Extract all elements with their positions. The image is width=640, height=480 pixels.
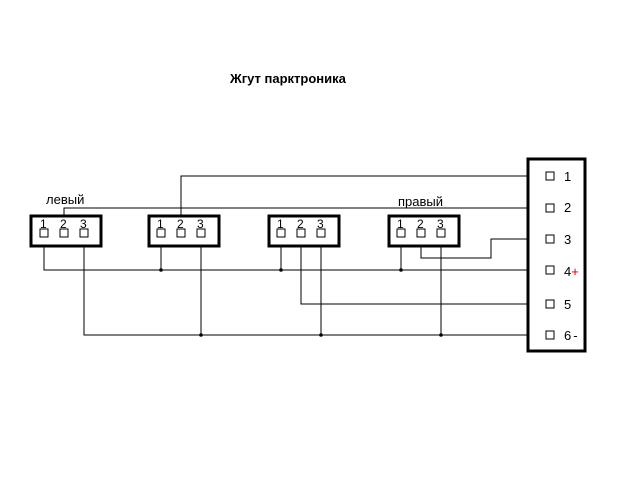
diagram-title: Жгут парктроника (229, 71, 347, 86)
sensor-4-pin-1 (396, 228, 406, 238)
left-label: левый (46, 192, 84, 207)
connector-pin-4 (545, 265, 555, 275)
sensor-1: 1 2 3 (29, 214, 103, 248)
minus-sign: - (573, 328, 577, 343)
sensor-1-pin-1-label: 1 (40, 217, 47, 231)
sensor-2-pin-1-label: 1 (157, 217, 164, 231)
sensor-3-pin-3-label: 3 (317, 217, 324, 231)
connector-pin-4-label: 4+ (564, 264, 579, 279)
plus-sign: + (571, 264, 579, 279)
junction-dot (399, 268, 403, 272)
sensor-1-pin-3-label: 3 (80, 217, 87, 231)
sensor-4: 1 2 3 (387, 214, 461, 248)
connector-pin-5 (545, 299, 555, 309)
sensor-2-pin-2-label: 2 (177, 217, 184, 231)
junction-dot (279, 268, 283, 272)
sensor-4-pin-2 (416, 228, 426, 238)
sensor-3-pin-3 (316, 228, 326, 238)
wire-pin-6 (83, 238, 546, 336)
connector-pin-5-label: 5 (564, 297, 571, 312)
sensor-1-pin-1 (39, 228, 49, 238)
sensor-4-pin-3 (436, 228, 446, 238)
wire-pin-4 (43, 238, 546, 271)
sensor-3: 1 2 3 (267, 214, 341, 248)
connector-pin-2-label: 2 (564, 200, 571, 215)
connector-pin-2 (545, 203, 555, 213)
connector-pin-1-label: 1 (564, 169, 571, 184)
sensor-2-pin-3-label: 3 (197, 217, 204, 231)
wire-pin-1 (180, 175, 546, 228)
sensor-1-pin-2 (59, 228, 69, 238)
sensor-3-pin-1 (276, 228, 286, 238)
sensor-2-pin-2 (176, 228, 186, 238)
sensor-4-pin-1-label: 1 (397, 217, 404, 231)
junction-dot (319, 333, 323, 337)
junction-dot (159, 268, 163, 272)
wire-pin-5 (300, 238, 546, 305)
junctions (159, 268, 443, 337)
connector-pin-6-label: 6- (564, 328, 578, 343)
wires (43, 175, 546, 336)
junction-dot (199, 333, 203, 337)
connector-pin-1 (545, 171, 555, 181)
wire-pin-3 (420, 238, 546, 259)
sensor-3-pin-1-label: 1 (277, 217, 284, 231)
sensor-1-pin-3 (79, 228, 89, 238)
connector-pin-4-number: 4 (564, 264, 571, 279)
sensor-3-pin-2-label: 2 (297, 217, 304, 231)
right-label: правый (398, 194, 443, 209)
sensor-4-pin-2-label: 2 (417, 217, 424, 231)
sensor-4-pin-3-label: 3 (437, 217, 444, 231)
connector-pin-6-number: 6 (564, 328, 571, 343)
junction-dot (439, 333, 443, 337)
sensor-2-pin-1 (156, 228, 166, 238)
connector-pin-3-label: 3 (564, 232, 571, 247)
main-connector: 1 2 3 4+ 5 6- (526, 157, 587, 353)
connector-pin-6 (545, 330, 555, 340)
sensor-1-pin-2-label: 2 (60, 217, 67, 231)
sensor-3-pin-2 (296, 228, 306, 238)
connector-box (526, 157, 587, 353)
sensor-2: 1 2 3 (147, 214, 221, 248)
connector-pin-3 (545, 234, 555, 244)
sensor-2-pin-3 (196, 228, 206, 238)
